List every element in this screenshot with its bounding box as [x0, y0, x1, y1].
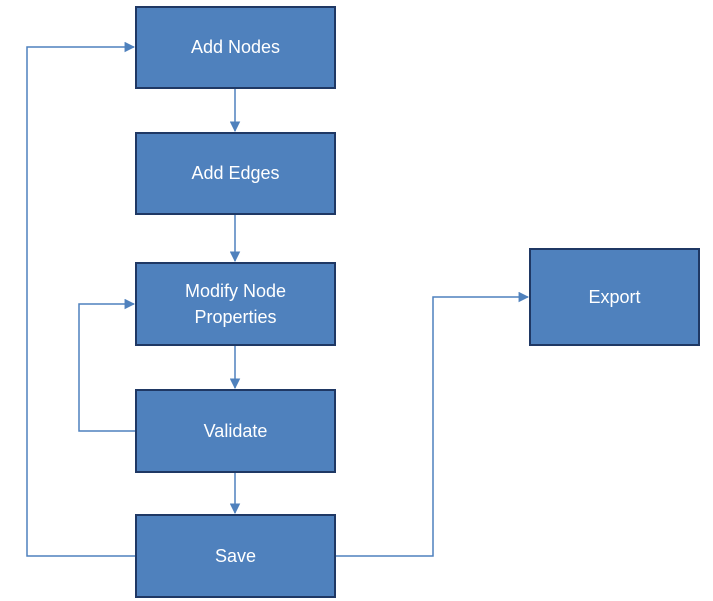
node-validate-label: Validate: [203, 420, 268, 441]
arrow-save-loop-to-add-nodes: [26, 41, 136, 557]
node-modify-label-line2: Properties: [194, 307, 277, 327]
arrow-validate-loop-to-modify: [78, 298, 136, 432]
node-modify-label-line1: Modify Node: [184, 280, 287, 301]
node-export-label: Export: [588, 286, 641, 307]
node-add-nodes-label: Add Nodes: [190, 37, 281, 58]
node-export[interactable]: Export: [529, 248, 700, 346]
arrow-save-to-export: [336, 291, 530, 557]
node-validate[interactable]: Validate: [135, 389, 336, 473]
node-save-label: Save: [214, 545, 257, 566]
node-modify-node-properties[interactable]: Modify Node Properties: [135, 262, 336, 346]
node-add-nodes[interactable]: Add Nodes: [135, 6, 336, 89]
node-add-edges[interactable]: Add Edges: [135, 132, 336, 215]
node-modify-label: Modify Node Properties: [185, 278, 286, 330]
node-save[interactable]: Save: [135, 514, 336, 598]
node-add-edges-label: Add Edges: [191, 163, 280, 184]
